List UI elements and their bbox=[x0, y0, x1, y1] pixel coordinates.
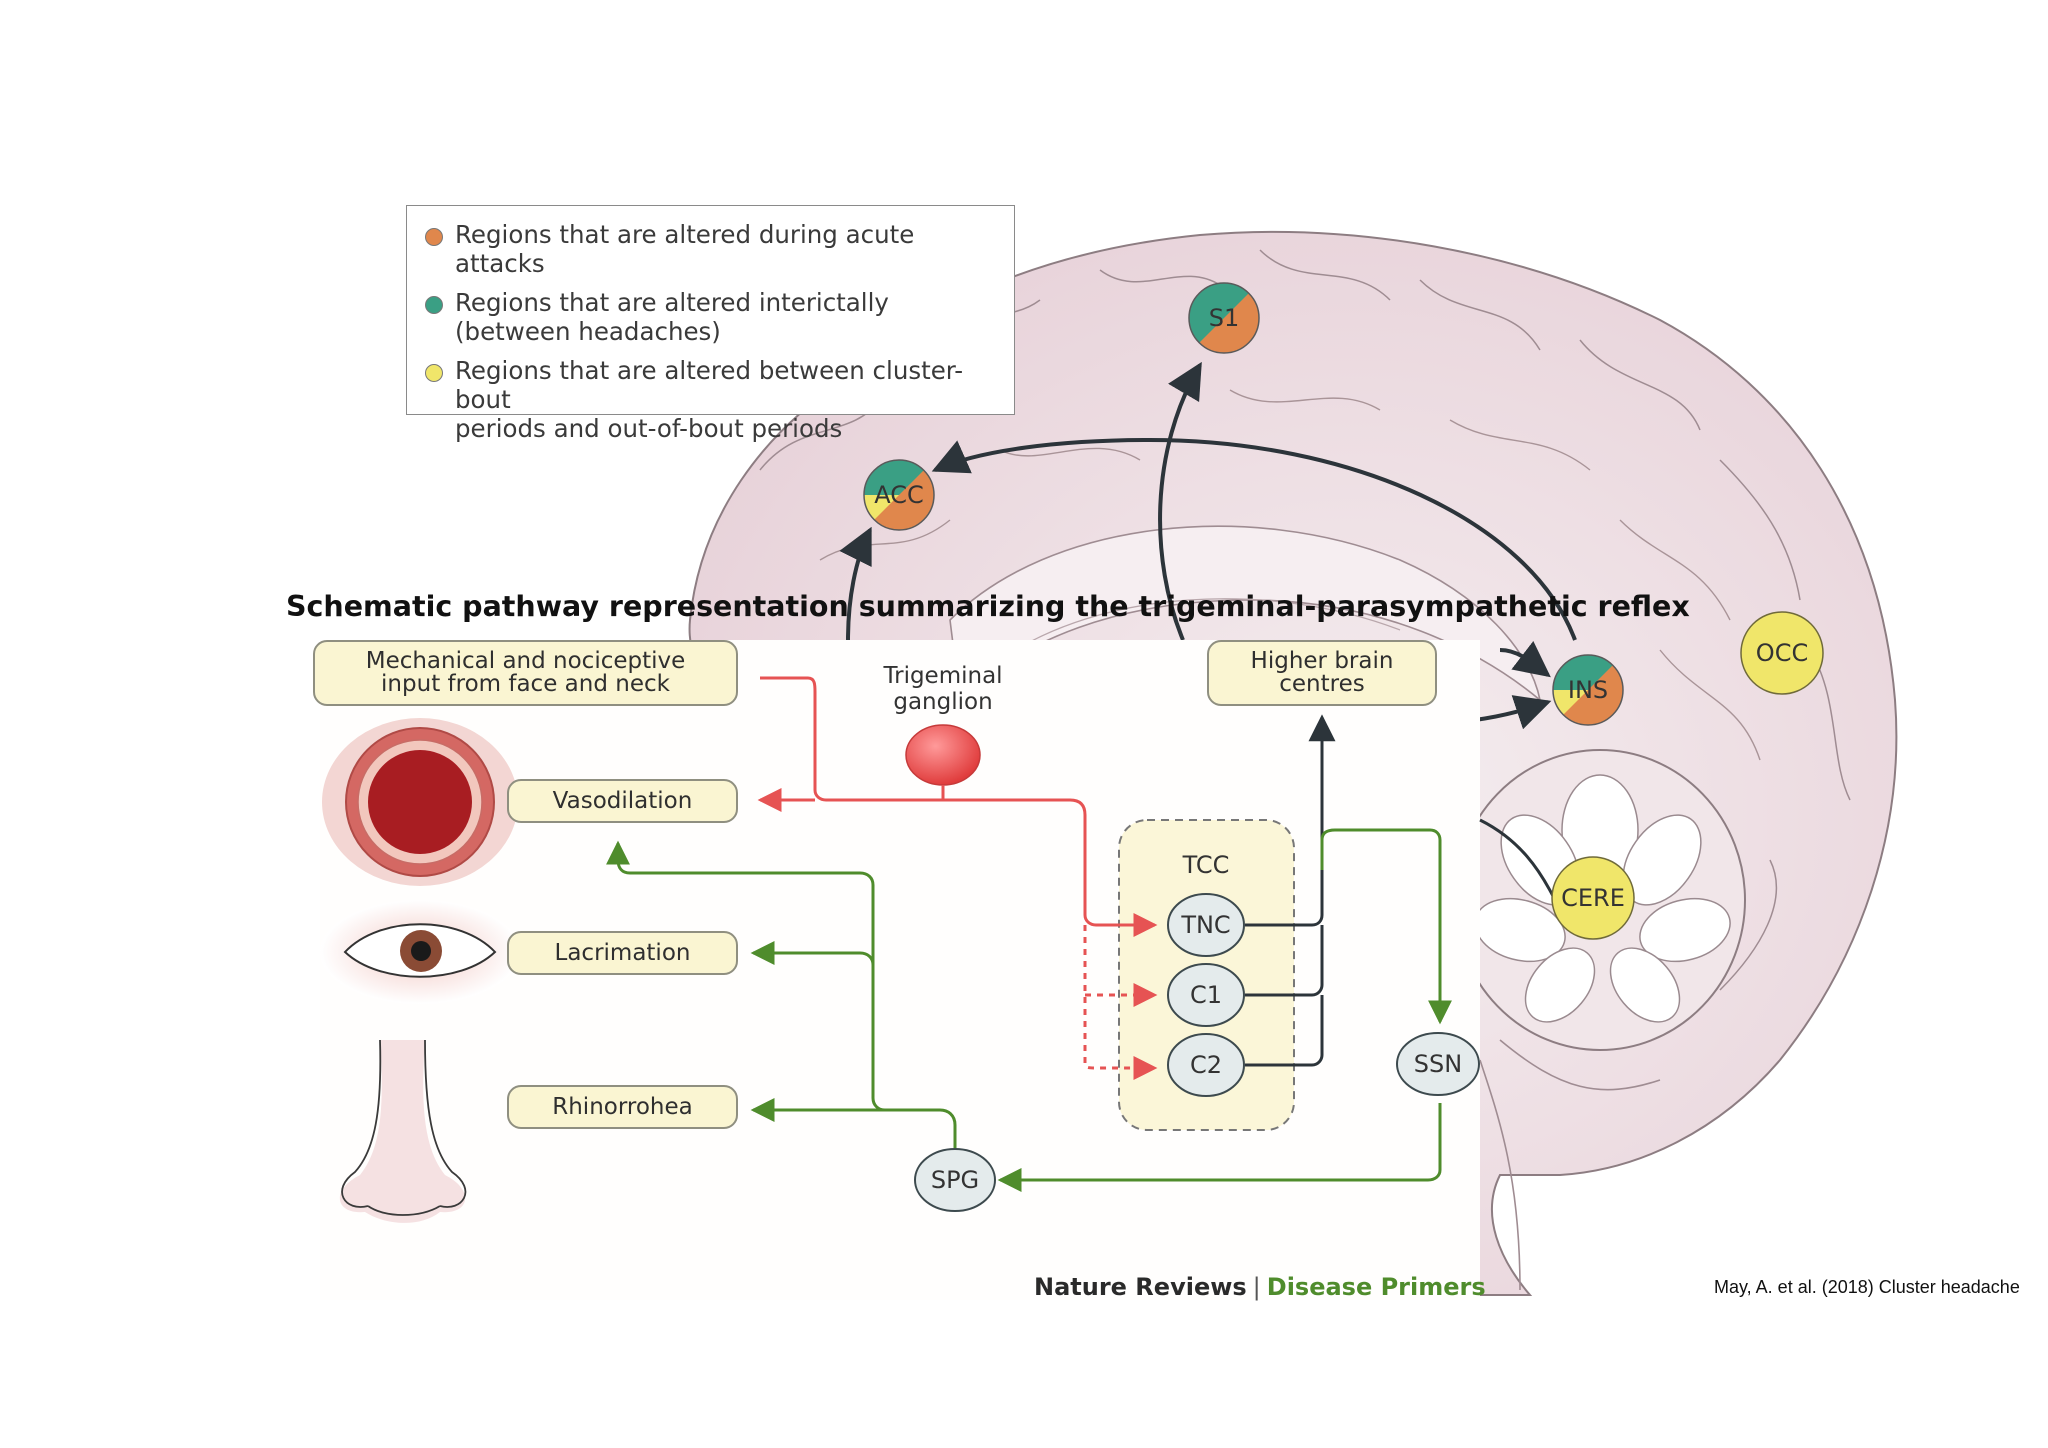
legend-item-interictal: Regions that are altered interictally (b… bbox=[425, 288, 996, 346]
journal-separator: | bbox=[1252, 1273, 1261, 1301]
journal-series: Disease Primers bbox=[1266, 1273, 1486, 1301]
trigeminal-ganglion-icon bbox=[905, 724, 981, 786]
blood-vessel-icon bbox=[322, 718, 518, 886]
label-s1: S1 bbox=[1208, 304, 1240, 332]
nose-icon bbox=[339, 1039, 467, 1223]
afferent-pathways bbox=[757, 676, 1158, 1080]
legend-dot-orange bbox=[425, 228, 443, 246]
region-ins bbox=[1552, 654, 1624, 726]
citation: May, A. et al. (2018) Cluster headache bbox=[1714, 1277, 2020, 1297]
label-spg: SPG bbox=[930, 1166, 980, 1194]
node-c2 bbox=[1167, 1033, 1245, 1097]
label-cere: CERE bbox=[1561, 884, 1625, 912]
legend-text-interictal: Regions that are altered interictally (b… bbox=[455, 288, 889, 346]
label-ssn: SSN bbox=[1413, 1050, 1463, 1078]
legend-item-bout: Regions that are altered between cluster… bbox=[425, 356, 996, 443]
legend: Regions that are altered during acute at… bbox=[406, 205, 1015, 443]
region-s1 bbox=[1188, 282, 1260, 354]
journal-credit: Nature Reviews|Disease Primers bbox=[1034, 1273, 1486, 1301]
box-vasodilation: Vasodilation bbox=[507, 779, 738, 823]
node-ssn bbox=[1396, 1032, 1480, 1096]
label-ins: INS bbox=[1567, 676, 1609, 704]
box-lacrimation: Lacrimation bbox=[507, 931, 738, 975]
node-c1 bbox=[1167, 963, 1245, 1027]
node-tnc bbox=[1167, 893, 1245, 957]
arrow-ins-to-acc bbox=[931, 437, 1577, 641]
label-acc: ACC bbox=[874, 481, 924, 509]
region-acc bbox=[863, 459, 935, 531]
box-rhinorrhoea: Rhinorrohea bbox=[507, 1085, 738, 1129]
arrow-to-acc bbox=[839, 526, 872, 641]
region-occ bbox=[1740, 611, 1824, 695]
efferent-pathways bbox=[606, 828, 1452, 1192]
box-higher-brain-centres: Higher brain centres bbox=[1207, 640, 1437, 706]
label-c2: C2 bbox=[1189, 1051, 1223, 1079]
tcc-label: TCC bbox=[1182, 851, 1230, 879]
legend-item-attack: Regions that are altered during acute at… bbox=[425, 220, 996, 278]
legend-dot-yellow bbox=[425, 364, 443, 382]
box-mechanical-input: Mechanical and nociceptive input from fa… bbox=[313, 640, 738, 706]
legend-dot-teal bbox=[425, 296, 443, 314]
label-occ: OCC bbox=[1755, 639, 1809, 667]
central-pathways bbox=[839, 361, 1577, 730]
arrow-to-ins bbox=[1499, 640, 1551, 678]
label-c1: C1 bbox=[1189, 981, 1223, 1009]
tcc-output bbox=[1245, 714, 1336, 1067]
label-tnc: TNC bbox=[1181, 911, 1231, 939]
diagram-title: Schematic pathway representation summari… bbox=[286, 590, 1690, 623]
region-cere bbox=[1551, 856, 1635, 940]
legend-text-attack: Regions that are altered during acute at… bbox=[455, 220, 915, 278]
arrow-to-s1 bbox=[1158, 361, 1202, 641]
legend-text-bout: Regions that are altered between cluster… bbox=[455, 356, 964, 443]
eye-icon bbox=[320, 900, 520, 1004]
node-spg bbox=[914, 1148, 996, 1212]
journal-brand: Nature Reviews bbox=[1034, 1273, 1247, 1301]
arrow-to-ins-lower bbox=[1474, 695, 1552, 730]
trigeminal-ganglion-label: Trigeminal ganglion bbox=[883, 663, 1003, 715]
